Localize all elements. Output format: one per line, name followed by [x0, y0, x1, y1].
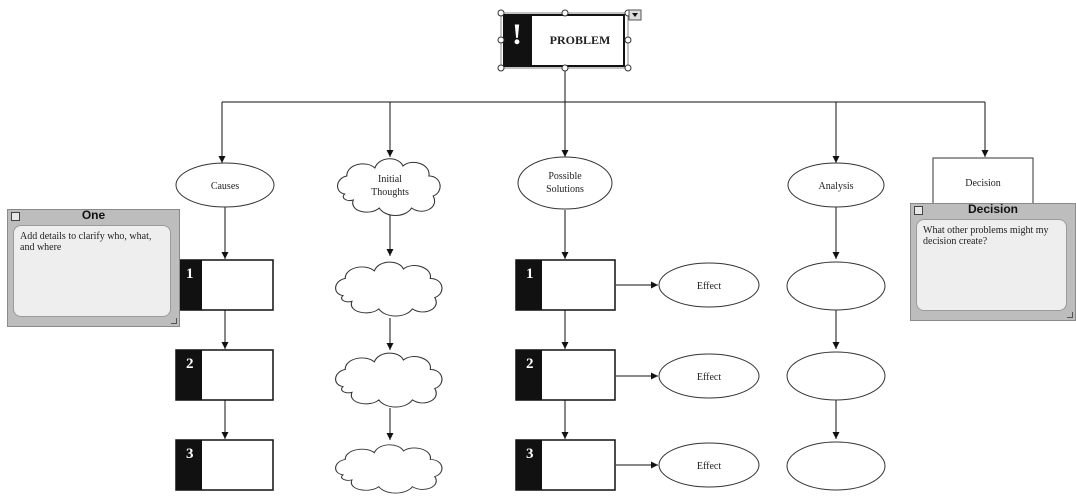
- effect-node-2[interactable]: Effect: [658, 353, 760, 399]
- step-number: 1: [186, 266, 194, 282]
- close-box-icon[interactable]: [914, 206, 923, 215]
- branch-analysis[interactable]: Analysis: [787, 162, 885, 208]
- step-number: 3: [526, 446, 534, 462]
- close-box-icon[interactable]: [11, 212, 20, 221]
- note-one[interactable]: One Add details to clarify who, what, an…: [7, 208, 180, 327]
- branch-label: Analysis: [819, 181, 854, 192]
- branch-label-line-2: Thoughts: [371, 187, 409, 198]
- effect-node-3[interactable]: Effect: [658, 442, 760, 488]
- problem-marker-bar: [504, 15, 532, 66]
- branch-label-line-2: Solutions: [546, 184, 584, 195]
- branch-possible-solutions[interactable]: Possible Solutions: [517, 156, 613, 210]
- note-title: Decision: [967, 202, 1018, 216]
- analysis-node-2[interactable]: [786, 351, 886, 401]
- node-menu-button[interactable]: [628, 9, 642, 21]
- effect-label: Effect: [697, 281, 721, 292]
- step-number: 1: [526, 266, 534, 282]
- branch-label: Causes: [211, 181, 239, 192]
- analysis-node-3[interactable]: [786, 441, 886, 491]
- step-number: 2: [526, 356, 534, 372]
- step-number: 2: [186, 356, 194, 372]
- resize-grip-icon[interactable]: [171, 318, 177, 324]
- exclamation-icon: !: [512, 18, 522, 51]
- solution-box-3[interactable]: 3: [515, 439, 616, 491]
- note-title: One: [81, 208, 106, 222]
- step-number: 3: [186, 446, 194, 462]
- cause-box-3[interactable]: 3: [175, 439, 274, 491]
- thought-cloud-1[interactable]: [335, 261, 443, 317]
- solution-box-1[interactable]: 1: [515, 259, 616, 311]
- branch-decision[interactable]: Decision: [932, 157, 1034, 207]
- effect-label: Effect: [697, 461, 721, 472]
- note-title-bar[interactable]: Decision: [911, 202, 1075, 217]
- cause-box-1[interactable]: 1: [175, 259, 274, 311]
- dropdown-arrow-icon: [632, 13, 638, 17]
- branch-causes[interactable]: Causes: [175, 162, 275, 208]
- branch-label: Decision: [965, 178, 1001, 189]
- note-body[interactable]: Add details to clarify who, what, and wh…: [13, 225, 171, 317]
- problem-node[interactable]: ! PROBLEM: [497, 9, 642, 72]
- thought-cloud-3[interactable]: [335, 444, 443, 494]
- solution-box-2[interactable]: 2: [515, 349, 616, 401]
- effect-node-1[interactable]: Effect: [658, 262, 760, 308]
- branch-label-line-1: Initial: [378, 174, 402, 185]
- note-decision[interactable]: Decision What other problems might my de…: [910, 202, 1076, 321]
- connector-lines: [218, 68, 989, 469]
- cause-box-2[interactable]: 2: [175, 349, 274, 401]
- thought-cloud-2[interactable]: [335, 352, 443, 408]
- note-body[interactable]: What other problems might my decision cr…: [916, 219, 1067, 311]
- note-title-bar[interactable]: One: [8, 208, 179, 223]
- branch-initial-thoughts[interactable]: Initial Thoughts: [336, 158, 441, 217]
- problem-label: PROBLEM: [550, 33, 611, 47]
- effect-label: Effect: [697, 372, 721, 383]
- analysis-node-1[interactable]: [786, 261, 886, 311]
- branch-label-line-1: Possible: [548, 171, 582, 182]
- resize-grip-icon[interactable]: [1067, 312, 1073, 318]
